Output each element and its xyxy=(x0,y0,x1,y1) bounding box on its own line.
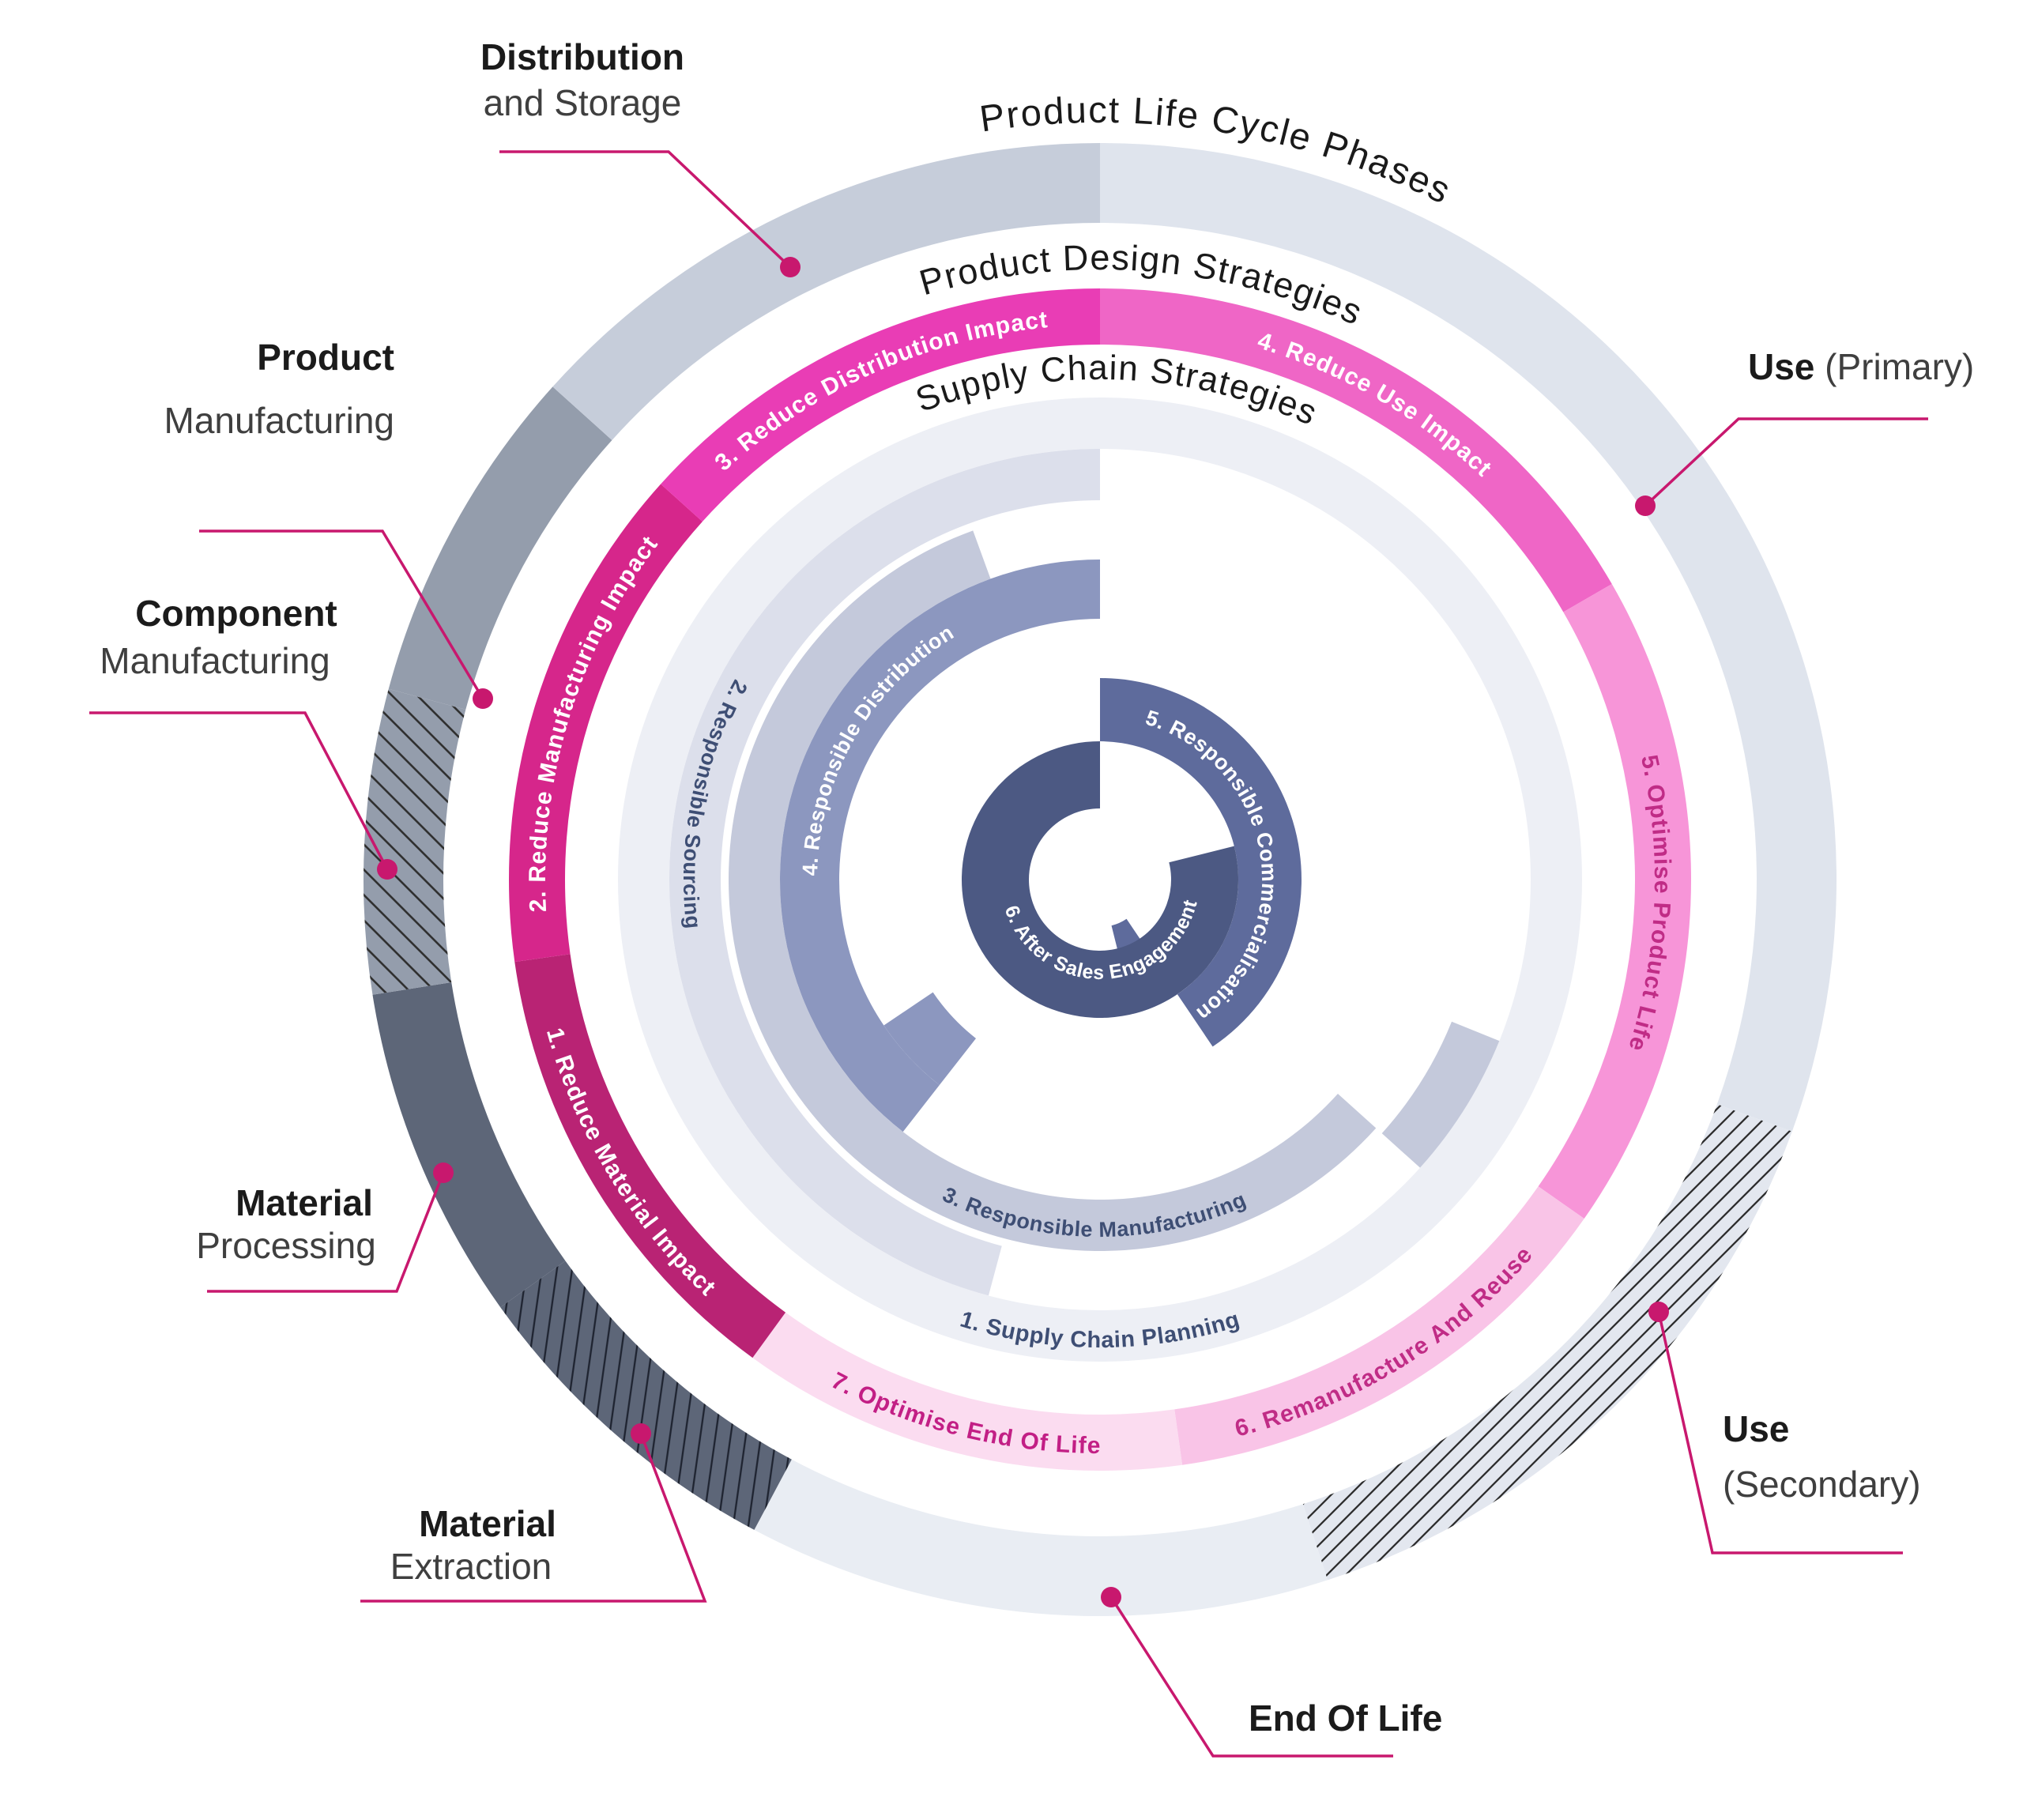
callout-component-manufacturing-text: Manufacturing xyxy=(100,640,330,681)
callout-end-of-life-label-0: End Of Life xyxy=(1249,1698,1442,1739)
supply-ring-responsible-manufacturing-flare xyxy=(1381,1021,1500,1168)
callout-material-extraction-dot xyxy=(631,1423,651,1444)
design-segment-reduce-material-impact xyxy=(514,954,786,1358)
callout-distribution-and-storage-text: Distribution xyxy=(480,36,684,77)
design-segment-reduce-manufacturing-impact xyxy=(509,484,703,963)
callout-material-processing-text: Processing xyxy=(196,1225,376,1266)
callout-distribution-and-storage-line xyxy=(499,150,792,269)
callout-component-manufacturing-dot xyxy=(377,859,397,880)
phase-segment-use-secondary-hatch xyxy=(1302,1104,1792,1581)
callout-product-manufacturing-label-0: Product xyxy=(257,337,394,378)
callout-end-of-life-dot xyxy=(1101,1587,1121,1607)
callout-use-primary-line xyxy=(1644,417,1928,507)
supply-ring-responsible-commercialisation xyxy=(1100,678,1302,1047)
callout-product-manufacturing-label-1: Manufacturing xyxy=(164,400,395,441)
callout-component-manufacturing-text: Component xyxy=(135,593,337,634)
callout-use-secondary-text: (Secondary) xyxy=(1723,1464,1921,1505)
callout-distribution-and-storage-text: and Storage xyxy=(484,82,682,123)
supply-ring-responsible-manufacturing xyxy=(729,530,1377,1251)
design-segment-reduce-distribution-impact xyxy=(661,288,1100,522)
phase-segment-product-manufacturing xyxy=(388,386,612,710)
rings-layer xyxy=(363,143,1837,1616)
callout-product-manufacturing-text: Manufacturing xyxy=(164,400,395,441)
callout-material-extraction-label-1: Extraction xyxy=(390,1546,552,1587)
callout-material-extraction-label-0: Material xyxy=(419,1503,556,1544)
callout-end-of-life-text: End Of Life xyxy=(1249,1698,1442,1739)
callout-use-secondary-dot xyxy=(1648,1302,1669,1322)
callout-material-processing-label-1: Processing xyxy=(196,1225,376,1266)
design-segment-reduce-use-impact xyxy=(1100,288,1612,612)
callout-component-manufacturing-line xyxy=(89,711,389,870)
callout-product-manufacturing-line xyxy=(199,529,484,699)
callout-use-primary-dot xyxy=(1635,496,1656,516)
phase-segment-end-of-life xyxy=(754,1459,1328,1616)
callout-use-secondary-text: Use xyxy=(1723,1408,1789,1449)
callout-component-manufacturing-label-0: Component xyxy=(135,593,337,634)
supply-ring-responsible-distribution xyxy=(780,560,1100,1132)
phase-segment-use-primary xyxy=(1100,143,1837,1132)
callout-product-manufacturing-dot xyxy=(473,688,493,709)
callout-distribution-and-storage-label-1: and Storage xyxy=(484,82,682,123)
callout-use-primary-text: (Primary) xyxy=(1814,346,1974,387)
supply-ring-supply-chain-planning xyxy=(618,398,1582,1362)
callout-material-processing-text: Material xyxy=(235,1182,373,1223)
supply-ring-responsible-distribution-flare xyxy=(883,992,977,1086)
phase-segment-component-manufacturing-hatch xyxy=(363,688,466,995)
callout-use-secondary-line xyxy=(1657,1311,1903,1554)
phase-segment-material-extraction-hatch xyxy=(500,1260,792,1530)
supply-ring-after-sales-engagement xyxy=(961,741,1238,1018)
callout-material-extraction-text: Extraction xyxy=(390,1546,552,1587)
design-segment-optimise-end-of-life xyxy=(752,1312,1183,1471)
callout-material-processing-line xyxy=(207,1172,445,1293)
phase-segment-material-processing xyxy=(372,982,566,1308)
design-segment-remanufacture-and-reuse xyxy=(1174,1186,1584,1465)
callout-product-manufacturing-text: Product xyxy=(257,337,394,378)
callout-use-primary-label-0: Use (Primary) xyxy=(1748,346,1974,387)
callout-use-primary-text: Use xyxy=(1748,346,1814,387)
callout-use-secondary-label-1: (Secondary) xyxy=(1723,1464,1921,1505)
callout-distribution-and-storage-label-0: Distribution xyxy=(480,36,684,77)
callout-distribution-and-storage-dot xyxy=(780,257,801,277)
callout-end-of-life-line xyxy=(1109,1596,1393,1758)
callout-material-processing-dot xyxy=(433,1162,454,1183)
callout-material-extraction-text: Material xyxy=(419,1503,556,1544)
callout-material-extraction-line xyxy=(360,1433,707,1603)
phase-segment-distribution-and-storage xyxy=(552,143,1100,440)
callout-component-manufacturing-label-1: Manufacturing xyxy=(100,640,330,681)
supply-ring-responsible-sourcing xyxy=(669,449,1100,1296)
callout-material-processing-label-0: Material xyxy=(235,1182,373,1223)
callout-use-secondary-label-0: Use xyxy=(1723,1408,1789,1449)
design-segment-optimise-product-life xyxy=(1538,584,1692,1219)
